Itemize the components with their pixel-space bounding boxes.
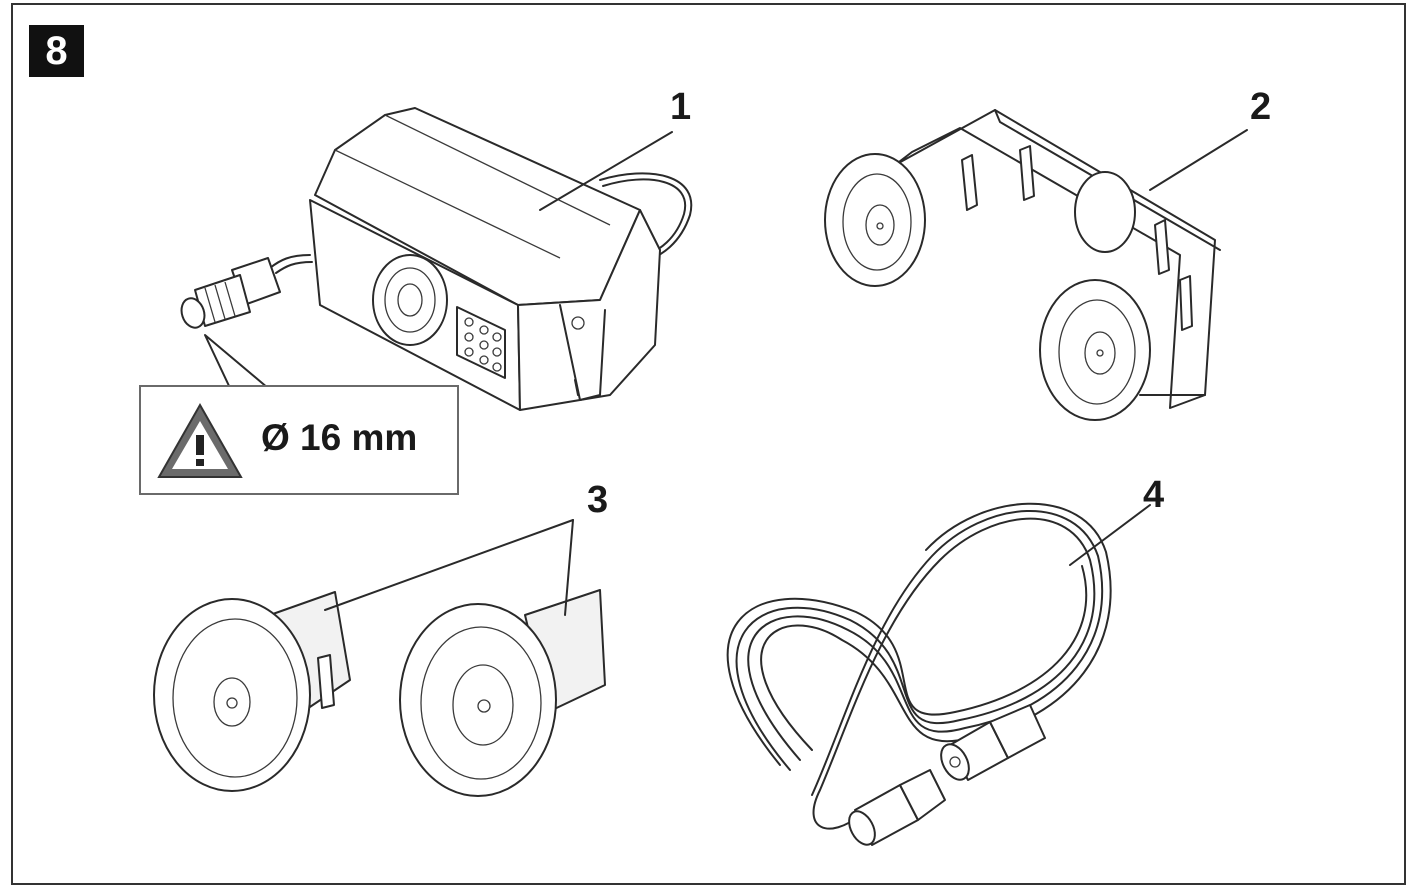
callout-1: 1 <box>670 86 692 128</box>
diameter-label: Ø 16 mm <box>261 417 418 458</box>
callout-2: 2 <box>1250 86 1272 128</box>
warning-pointer <box>204 334 269 389</box>
mounting-disks <box>153 519 606 797</box>
callout-3: 3 <box>587 479 609 521</box>
warning-triangle-icon <box>157 402 243 478</box>
warning-box: Ø 16 mm <box>139 385 459 495</box>
figure-number-badge: 8 <box>29 25 84 77</box>
u-bracket <box>824 109 1248 421</box>
extension-cable <box>726 502 1151 846</box>
callout-4: 4 <box>1143 474 1165 516</box>
camera-unit <box>180 107 693 411</box>
